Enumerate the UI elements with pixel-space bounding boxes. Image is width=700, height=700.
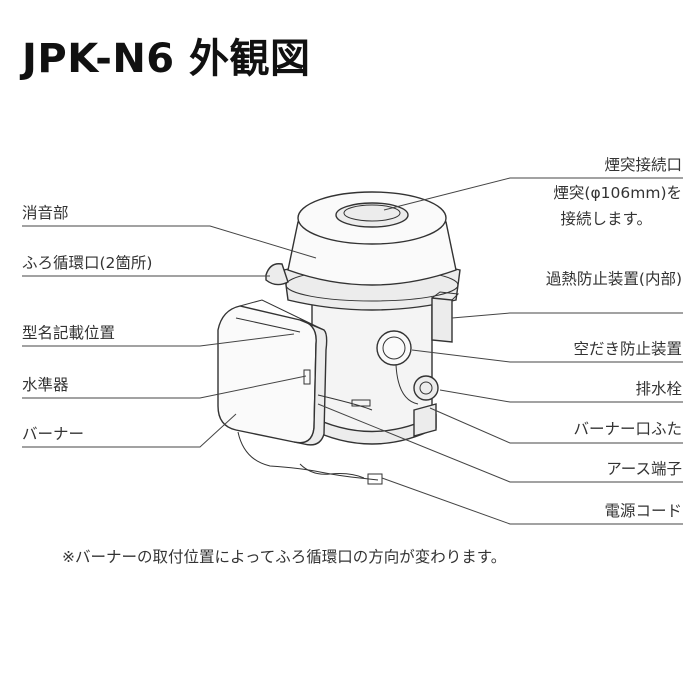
- drain-plug: [413, 375, 439, 401]
- burner-box-side: [293, 319, 328, 446]
- boiler-illustration: [217, 191, 461, 485]
- label-power-cord: 電源コード: [604, 502, 682, 520]
- leader-lines: [22, 177, 683, 525]
- label-chimney-note-1: 煙突(φ106mm)を: [553, 184, 682, 202]
- burner-cap-shape: [413, 403, 437, 437]
- burner-box: [217, 305, 317, 444]
- label-dry-fire-protection: 空だき防止装置: [573, 340, 682, 358]
- chimney-inner: [343, 204, 401, 222]
- label-ground-terminal: アース端子: [606, 460, 682, 478]
- page-title: JPK-N6 外観図: [22, 36, 311, 82]
- dry-fire-sensor: [376, 330, 412, 366]
- label-model-plate: 型名記載位置: [22, 324, 116, 342]
- label-chimney-connection: 煙突接続口: [604, 156, 682, 174]
- label-drain-plug: 排水栓: [635, 380, 682, 398]
- power-cord-line: [237, 431, 379, 481]
- chimney-opening: [335, 202, 409, 228]
- power-plug: [367, 473, 383, 485]
- level-indicator: [303, 369, 311, 385]
- label-chimney-note-2: 接続します。: [560, 210, 652, 228]
- label-silencer: 消音部: [22, 204, 69, 222]
- label-level: 水準器: [22, 376, 69, 394]
- footnote: ※バーナーの取付位置によってふろ循環口の方向が変わります。: [62, 548, 507, 566]
- overheat-box: [431, 297, 453, 343]
- label-burner-cap: バーナー口ふた: [573, 420, 682, 438]
- label-burner: バーナー: [22, 425, 85, 443]
- bath-port-left: [265, 263, 289, 286]
- label-bath-circulation: ふろ循環口(2箇所): [22, 254, 153, 272]
- label-overheat-protection: 過熱防止装置(内部): [545, 270, 682, 288]
